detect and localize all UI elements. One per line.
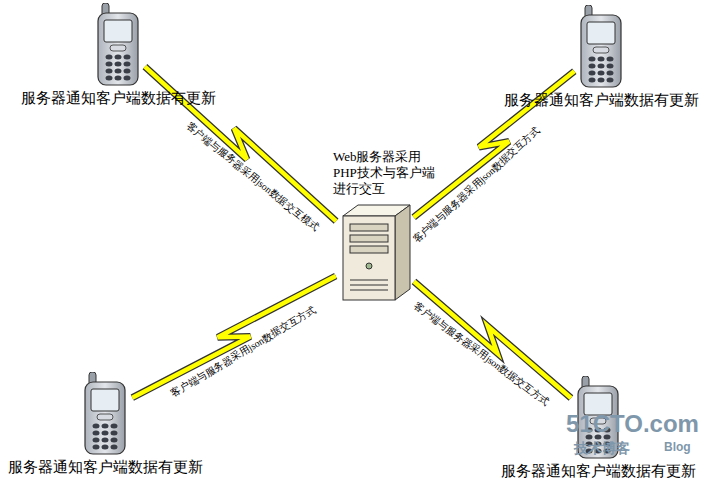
lightning-connector	[132, 276, 335, 398]
watermark: Blog	[664, 440, 691, 454]
edge-label: 客户端与服务器采用json数据交互方式	[411, 300, 552, 409]
phone-caption: 服务器通知客户端数据有更新	[501, 463, 696, 480]
lightning-connector	[145, 67, 336, 221]
phone-caption: 服务器通知客户端数据有更新	[8, 459, 203, 476]
watermark: 51CTO.com	[566, 410, 699, 438]
phone-node: 服务器通知客户端数据有更新	[578, 5, 624, 89]
phone-caption: 服务器通知客户端数据有更新	[504, 92, 699, 109]
phone-icon	[85, 372, 125, 454]
edge-label: 客户端与服务器采用json数据交互方式	[169, 304, 318, 400]
edge-label: 客户端与服务器采用json数据交互模式	[184, 120, 321, 234]
server-icon	[343, 205, 410, 300]
phone-icon	[98, 3, 138, 85]
phone-caption: 服务器通知客户端数据有更新	[21, 90, 216, 107]
edge-label: 客户端与服务器采用json数据交互方式	[411, 124, 542, 245]
phone-node: 服务器通知客户端数据有更新	[95, 3, 141, 87]
lightning-connector	[414, 282, 571, 399]
phone-node: 服务器通知客户端数据有更新	[82, 372, 128, 456]
watermark: 技术博客	[574, 440, 630, 458]
server-caption: Web服务器采用PHP技术与客户端进行交互	[333, 149, 445, 197]
phone-icon	[581, 5, 621, 87]
server-node: Web服务器采用PHP技术与客户端进行交互	[340, 205, 410, 300]
